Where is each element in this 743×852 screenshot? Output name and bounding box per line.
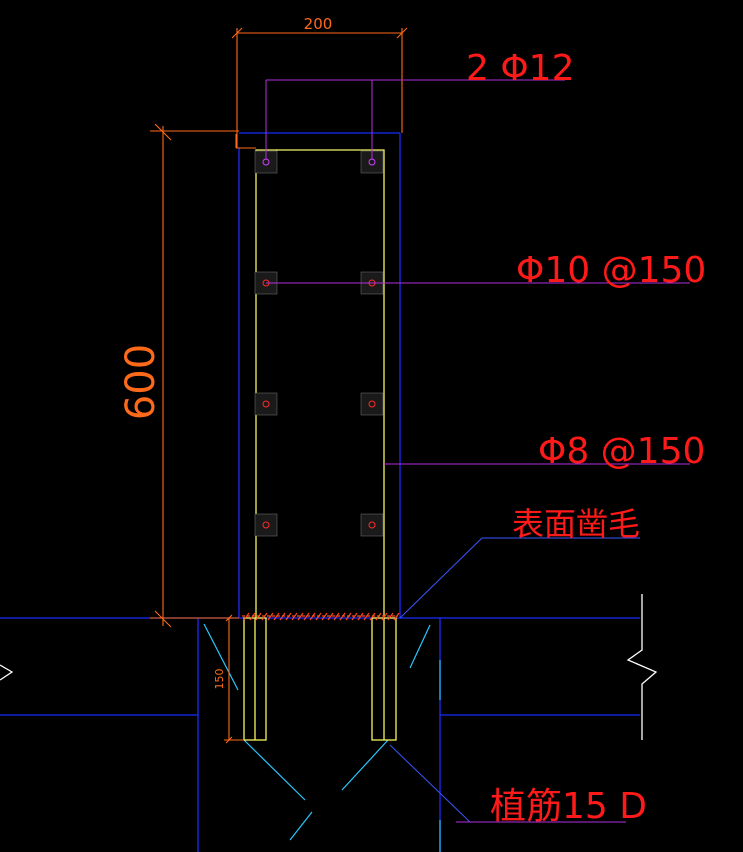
dim-width-text: 200 — [304, 15, 333, 33]
left-break-mark — [0, 664, 14, 681]
dim-height-text: 600 — [118, 344, 164, 420]
hatch-tick — [309, 612, 316, 621]
hatch-tick — [357, 612, 364, 621]
hatch-tick — [315, 612, 322, 621]
rebar-dot — [262, 400, 270, 408]
label-stirrup: Φ8 @150 — [538, 431, 705, 472]
hatch-tick — [333, 612, 340, 621]
hatch-tick — [261, 612, 268, 621]
hatch-tick — [297, 612, 304, 621]
rebar-node-block — [360, 513, 384, 537]
hatch-tick — [387, 612, 394, 621]
hatch-tick — [363, 612, 370, 621]
blue-leaders — [389, 537, 640, 823]
hatch-tick — [375, 612, 382, 621]
hatch-tick — [267, 612, 274, 621]
hatch-tick — [327, 612, 334, 621]
hatch-tick — [291, 612, 298, 621]
hatch-tick — [285, 612, 292, 621]
hatch-tick — [279, 612, 286, 621]
hatch-tick — [339, 612, 346, 621]
rebar-node-block — [360, 392, 384, 416]
hatch-tick — [273, 612, 280, 621]
hatch-tick — [369, 612, 376, 621]
hatch-tick — [249, 612, 256, 621]
break-line — [0, 594, 658, 740]
hatch-tick — [381, 612, 388, 621]
rebar-dot — [368, 400, 376, 408]
hatch-tick — [321, 612, 328, 621]
hatch-tick — [303, 612, 310, 621]
cyan-lines — [203, 623, 441, 852]
leader-lines — [265, 79, 690, 823]
label-surface-treatment: 表面凿毛 — [512, 505, 640, 543]
label-horizontal-rebar: Φ10 @150 — [516, 250, 706, 291]
surface-hatch — [242, 612, 400, 621]
hatch-tick — [243, 612, 250, 621]
label-anchor-rebar: 植筋15 D — [490, 786, 647, 827]
rebar-dot — [262, 521, 270, 529]
label-top-rebar: 2 Φ12 — [466, 48, 575, 89]
rebar-dot — [368, 521, 376, 529]
hatch-tick — [351, 612, 358, 621]
hatch-tick — [255, 612, 262, 621]
dim-embed-text: 150 — [213, 669, 226, 690]
rebar-node-block — [254, 392, 278, 416]
hatch-tick — [393, 612, 400, 621]
hatch-tick — [345, 612, 352, 621]
rebar-node-block — [254, 513, 278, 537]
dimension-lines — [150, 27, 408, 744]
